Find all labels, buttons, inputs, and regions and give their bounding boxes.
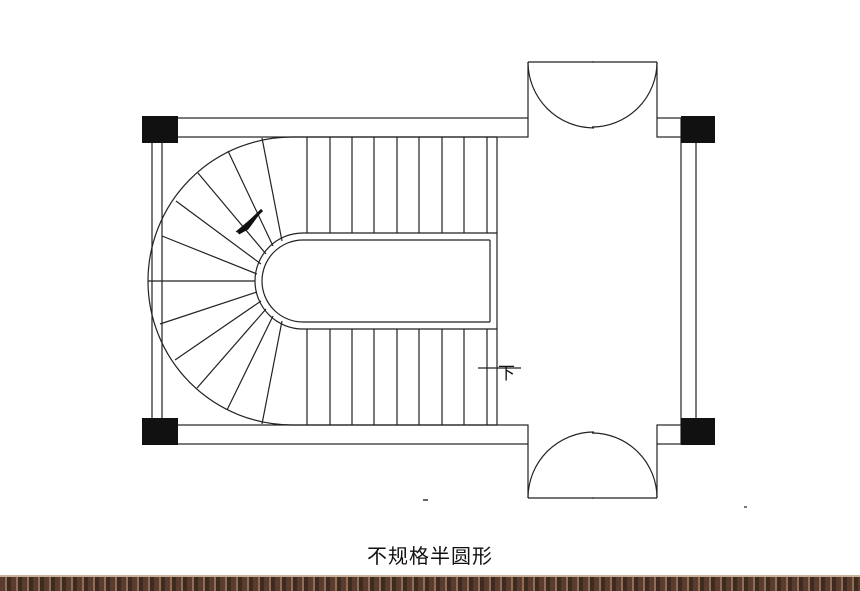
top-door-swing-left [527, 61, 595, 129]
direction-label: 下 [498, 364, 515, 384]
column-bottom-right [681, 418, 715, 445]
column-top-right [681, 116, 715, 143]
column-bottom-left [142, 418, 178, 445]
lower-flight-treads [306, 329, 488, 425]
right-top-wall-stub [656, 117, 682, 138]
right-bottom-wall-stub [656, 424, 682, 445]
bottom-wall [161, 424, 529, 445]
central-well-handrail [254, 232, 497, 330]
top-door-swing-right [591, 61, 658, 128]
figure-caption: 不规格半圆形 [367, 544, 493, 568]
decorative-border-strip [0, 575, 860, 591]
column-top-left [142, 116, 178, 143]
upper-flight-treads [306, 137, 488, 233]
bottom-door-swing-left [527, 431, 595, 499]
stair-floor-plan: 下 [142, 61, 747, 508]
bottom-door-swing-right [591, 432, 658, 499]
winder-treads [148, 137, 283, 425]
top-wall [161, 117, 529, 138]
